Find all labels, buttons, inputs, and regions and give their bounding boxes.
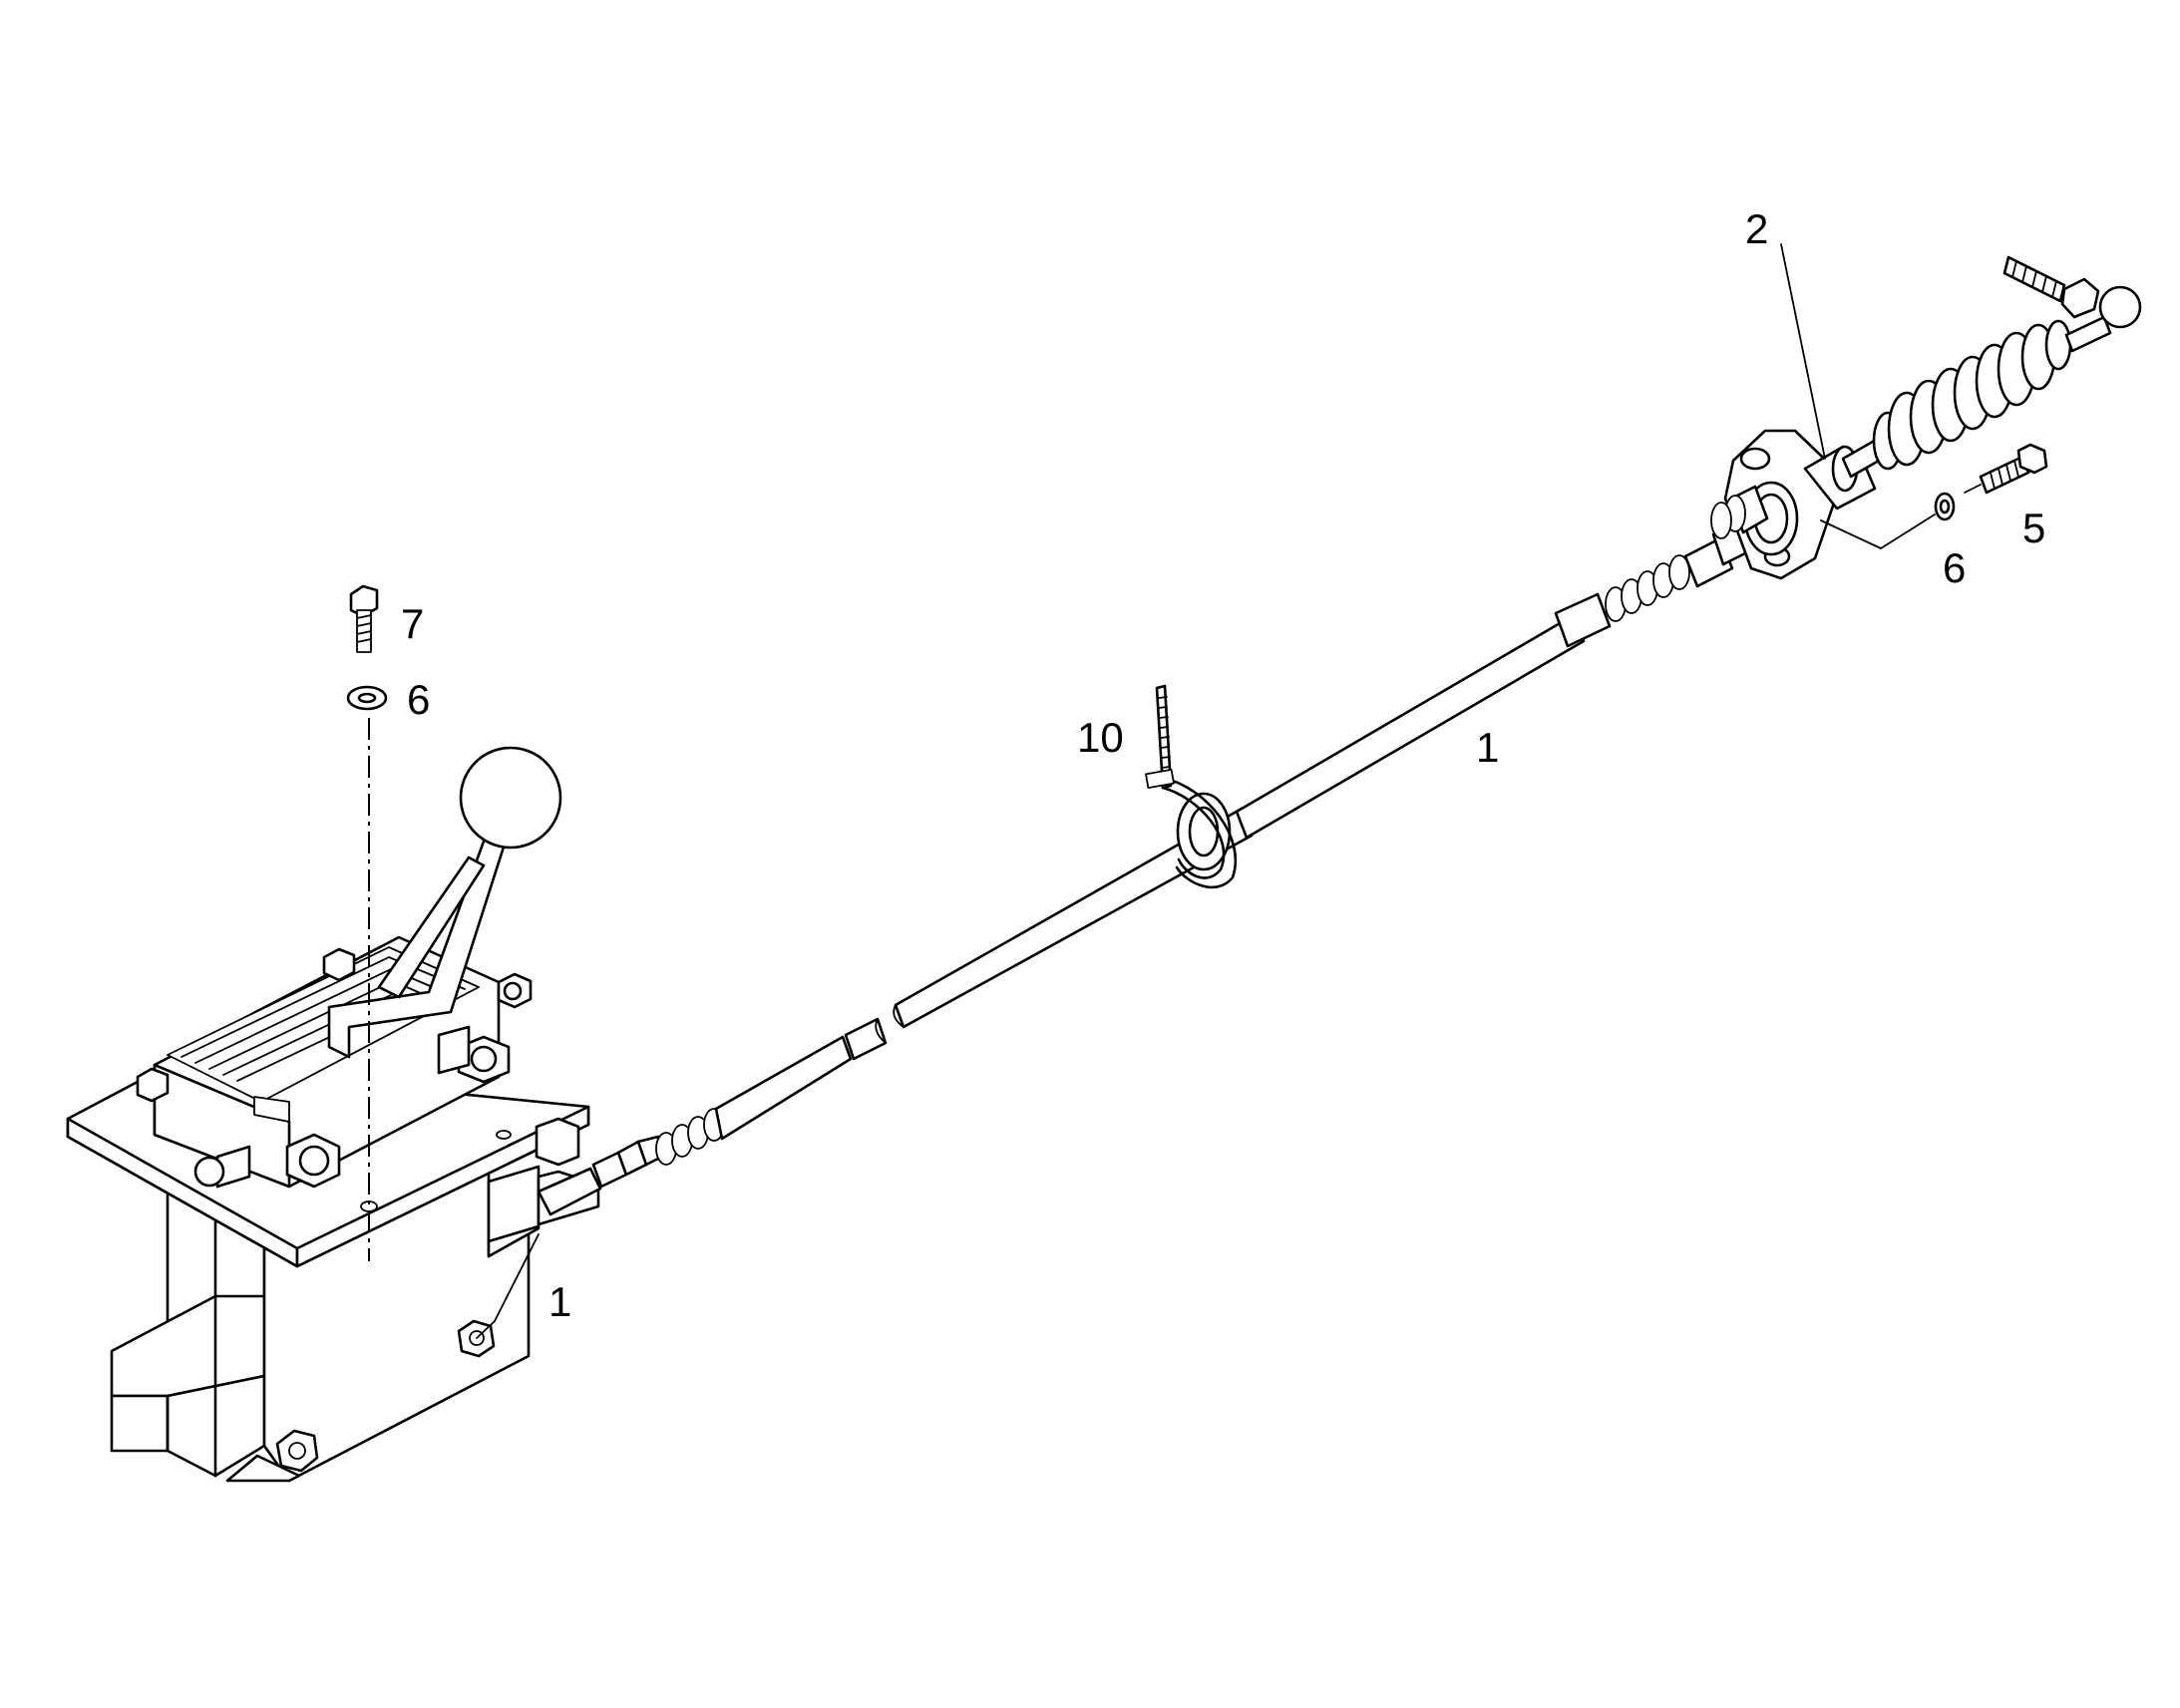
callout-label-7: 7 — [401, 600, 424, 647]
bolt-5 — [1979, 443, 2048, 495]
callout-label-1-end: 1 — [548, 1278, 571, 1325]
callout-label-10: 10 — [1077, 714, 1124, 761]
gate-nuts — [136, 947, 533, 1189]
callout-label-6-left: 6 — [407, 676, 430, 723]
callout-label-5: 5 — [2022, 505, 2045, 551]
ball-stud — [2002, 255, 2100, 319]
control-cable — [537, 497, 1777, 1216]
cable-end-assembly — [1710, 255, 2142, 580]
shift-lever-assembly — [66, 746, 600, 1483]
leader-lines — [476, 243, 1936, 1339]
cable-tie-10 — [1145, 684, 1238, 889]
shift-lever — [327, 746, 562, 1059]
callout-label-2: 2 — [1745, 205, 1768, 252]
ball-joint — [2098, 285, 2142, 329]
washer-6-right — [1934, 492, 1956, 521]
callout-label-1-cable: 1 — [1476, 724, 1499, 771]
rubber-boot — [1872, 319, 2072, 471]
washer-6-left — [346, 685, 388, 711]
bolt-7 — [349, 584, 379, 653]
lever-knob — [459, 746, 562, 850]
callout-label-6-right: 6 — [1943, 544, 1966, 591]
